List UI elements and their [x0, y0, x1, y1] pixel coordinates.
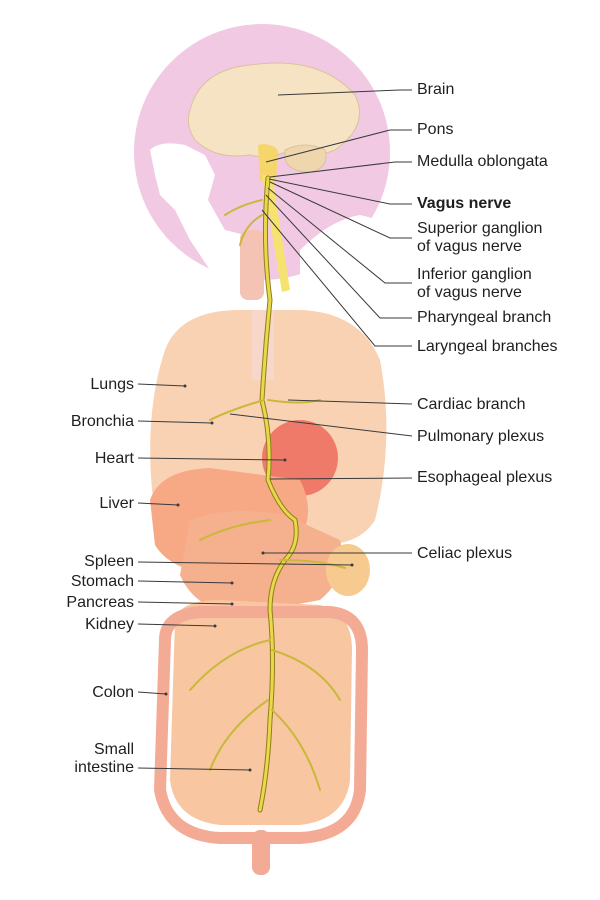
leader-inferior — [267, 187, 412, 284]
leader-superior — [269, 181, 412, 239]
nerve-branch-1 — [224, 199, 263, 216]
dot-bronchia — [210, 421, 214, 425]
leader-cardiac — [287, 399, 413, 405]
label-heart: Heart — [94, 450, 134, 467]
label-spleen: Spleen — [84, 553, 134, 570]
dot-celiac — [261, 551, 265, 555]
label-medulla: Medulla oblongata — [417, 153, 548, 170]
label-laryngeal-branches: Laryngeal branches — [417, 338, 558, 355]
leader-laryngeal — [261, 209, 412, 347]
label-lungs: Lungs — [90, 376, 134, 393]
brain — [187, 62, 360, 158]
neck-cutout — [300, 215, 380, 295]
vagus-nerve — [189, 175, 346, 813]
dot-stomach — [230, 581, 234, 585]
spleen-shape — [326, 544, 370, 596]
label-small-intestine-line1: Small — [93, 741, 134, 758]
leader-spleen — [137, 561, 353, 566]
brainstem — [258, 144, 278, 184]
dot-pancreas — [230, 602, 234, 606]
leader-pulmonary — [229, 413, 413, 437]
label-small-intestine-line2: intestine — [74, 759, 134, 776]
leader-kidney — [137, 623, 216, 627]
dot-colon — [164, 692, 168, 696]
dot-heart — [283, 458, 287, 462]
dot-small-intestine — [248, 768, 252, 772]
label-superior-ganglion-line1: Superior ganglion — [417, 220, 543, 237]
trachea — [240, 230, 264, 300]
spinal-cord — [262, 175, 290, 292]
nerve-branch-5 — [199, 519, 271, 541]
dot-lungs — [183, 384, 187, 388]
label-pulmonary-plexus: Pulmonary plexus — [417, 428, 545, 445]
label-pharyngeal-branch: Pharyngeal branch — [417, 309, 552, 326]
label-cardiac-branch: Cardiac branch — [417, 396, 526, 413]
label-vagus-nerve: Vagus nerve — [417, 195, 512, 212]
label-pons: Pons — [417, 121, 454, 138]
nerve-branch-2 — [239, 214, 263, 246]
leader-small-intestine — [137, 767, 251, 771]
label-stomach: Stomach — [70, 573, 134, 590]
leader-bronchia — [137, 420, 213, 424]
nerve-main — [258, 176, 298, 812]
nerve-branch-3 — [209, 399, 265, 421]
intestine-shape — [170, 600, 352, 825]
leader-lines — [137, 89, 413, 771]
nerve-branch-10 — [271, 709, 321, 791]
leader-medulla — [269, 161, 412, 178]
leader-heart — [137, 457, 286, 461]
rectum — [252, 830, 270, 875]
label-bronchia: Bronchia — [70, 413, 134, 430]
leader-esophageal — [269, 477, 413, 480]
leader-brain — [277, 89, 412, 96]
leader-liver — [137, 502, 179, 506]
face-cutout — [150, 143, 255, 285]
dot-spleen — [350, 563, 354, 567]
leader-vagus — [268, 178, 412, 205]
dot-kidney — [213, 624, 217, 628]
label-kidney: Kidney — [85, 616, 134, 633]
nerve-branch-6 — [279, 559, 346, 569]
dot-liver — [176, 503, 180, 507]
label-small-intestine: Small intestine — [74, 741, 134, 777]
stomach-shape — [180, 511, 343, 615]
leader-pancreas — [137, 601, 233, 605]
label-colon: Colon — [92, 684, 134, 701]
head — [134, 24, 390, 300]
colon-shape — [153, 606, 369, 844]
torso — [150, 310, 387, 875]
heart-shape — [262, 420, 338, 496]
nerve-branch-7 — [189, 639, 271, 691]
label-celiac-plexus: Celiac plexus — [417, 545, 513, 562]
leader-colon — [137, 691, 167, 695]
label-inferior-ganglion-line2: of vagus nerve — [417, 284, 522, 301]
leader-lungs — [137, 383, 186, 387]
label-inferior-ganglion: Inferior ganglion of vagus nerve — [417, 266, 532, 302]
leader-dots — [164, 384, 354, 772]
label-superior-ganglion-line2: of vagus nerve — [417, 238, 522, 255]
label-inferior-ganglion-line1: Inferior ganglion — [417, 266, 532, 283]
cerebellum — [284, 144, 327, 173]
leader-pharyngeal — [265, 194, 412, 319]
label-esophageal-plexus: Esophageal plexus — [417, 469, 553, 486]
nerve-branch-9 — [209, 699, 269, 771]
label-liver: Liver — [99, 495, 134, 512]
leader-stomach — [137, 580, 233, 584]
label-brain: Brain — [417, 81, 455, 98]
label-superior-ganglion: Superior ganglion of vagus nerve — [417, 220, 542, 256]
nerve-branch-8 — [271, 649, 341, 701]
leader-pons — [265, 129, 412, 163]
label-pancreas: Pancreas — [66, 594, 134, 611]
